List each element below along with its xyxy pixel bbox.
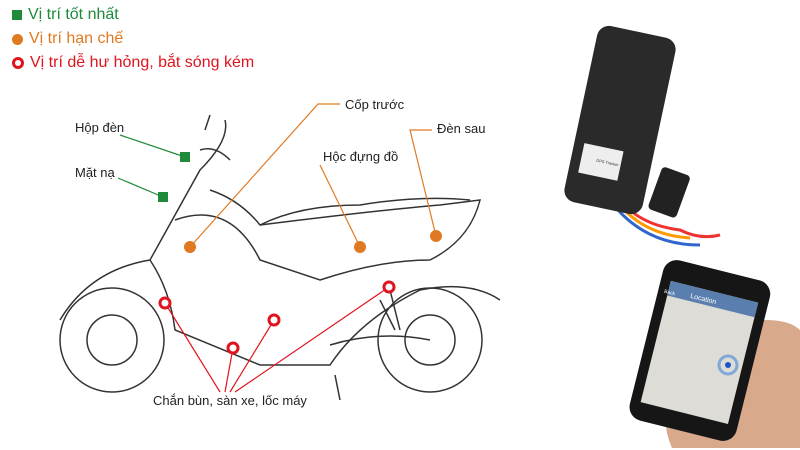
marker-best-mat-na [158,192,168,202]
smartphone [629,260,800,448]
marker-limited-den-sau [430,230,442,242]
marker-limited-hoc-dung-do [354,241,366,253]
legend-poor: Vị trí dễ hư hỏng, bắt sóng kém [12,54,254,72]
marker-limited-cop-truoc [184,241,196,253]
label-hoc-dung-do: Hộc đựng đồ [323,149,399,164]
gps-tracker-device [564,25,721,247]
circle-icon [12,33,23,45]
label-den-sau: Đèn sau [437,121,486,136]
front-wheel [59,287,165,393]
marker-best-hop-den [180,152,190,162]
marker-poor-san-xe-2 [226,341,240,355]
label-mat-na: Mặt nạ [75,165,115,180]
marker-poor-loc-may [382,280,396,294]
legend-limited: Vị trí hạn chế [12,30,123,48]
square-icon [12,10,22,20]
marker-poor-chan-bun [158,296,172,310]
legend-label: Vị trí dễ hư hỏng, bắt sóng kém [30,54,255,71]
label-cop-truoc: Cốp trước [345,97,405,112]
legend-best: Vị trí tốt nhất [12,6,119,24]
legend-label: Vị trí hạn chế [29,30,124,47]
ring-icon [12,57,24,69]
label-hop-den: Hộp đèn [75,120,125,135]
marker-poor-san-xe [267,313,281,327]
legend-label: Vị trí tốt nhất [28,6,119,23]
label-chan-bun: Chắn bùn, sàn xe, lốc máy [153,393,307,408]
